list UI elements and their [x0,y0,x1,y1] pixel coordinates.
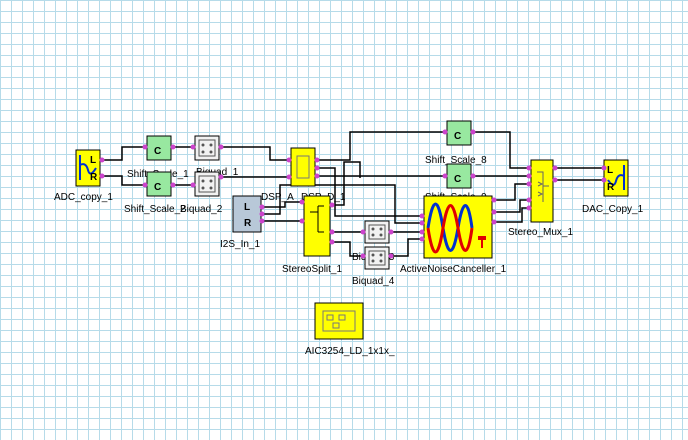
block-biquad-2[interactable]: Biquad_2 [180,171,224,215]
coef-glyph: C [154,146,161,157]
coef-glyph: C [454,131,461,142]
wire-split-biquad4 [333,241,362,257]
anc-label: ActiveNoiseCanceller_1 [400,264,507,275]
dsp-a-label: DSP_A [261,192,294,203]
left-channel-glyph: L [244,202,250,213]
biquad-4-label: Biquad_4 [352,276,395,287]
block-i2s-in[interactable]: L R I2S_In_1 [220,195,265,250]
wire-shift8-mux [473,131,528,169]
i2s-in-label: I2S_In_1 [220,239,260,250]
block-biquad-4[interactable]: Biquad_4 [352,246,395,287]
block-shift-scale-2[interactable]: C Shift_Scale_2 [124,171,186,215]
block-stereo-mux[interactable]: Stereo_Mux_1 [508,159,573,238]
stereo-split-label: StereoSplit_1 [282,264,342,275]
right-channel-glyph: R [244,218,252,229]
biquad-2-label: Biquad_2 [180,204,223,215]
shift-scale-2-label: Shift_Scale_2 [124,204,186,215]
block-adc-copy[interactable]: L R ADC_copy_1 [54,149,113,203]
block-dac-copy[interactable]: L R DAC_Copy_1 [582,159,644,215]
wire-anc-mux2 [494,199,528,213]
aic3254-label: AIC3254_LD_1x1x_ [305,346,395,357]
wire-biquad1-dsp [222,146,288,161]
wires [103,131,604,257]
coef-glyph: C [154,182,161,193]
wire-dsp-shift8 [318,131,443,161]
left-channel-glyph: L [607,165,613,176]
block-aic3254[interactable]: AIC3254_LD_1x1x_ [305,302,395,357]
block-active-noise-canceller[interactable]: ActiveNoiseCanceller_1 [400,195,507,275]
stereo-mux-label: Stereo_Mux_1 [508,227,573,238]
wire-split-mux [333,161,361,206]
coef-glyph: C [454,174,461,185]
wire-anc-mux1 [494,183,528,201]
adc-label: ADC_copy_1 [54,192,113,203]
wire-i2s-anc [263,184,420,224]
right-channel-glyph: R [607,182,615,193]
wire-adc-shift2 [103,175,143,186]
right-channel-glyph: R [90,172,98,183]
block-stereo-split[interactable]: StereoSplit_1 [282,195,342,275]
wire-biquad4-anc [391,238,420,257]
wire-dsp-anc1 [318,167,420,217]
wire-i2s-split [263,201,301,208]
wire-anc-mux3 [494,207,528,223]
shift-scale-8-label: Shift_Scale_8 [425,155,487,166]
wire-adc-shift1 [103,146,143,161]
block-shift-scale-8[interactable]: C Shift_Scale_8 [425,120,487,166]
left-channel-glyph: L [90,155,96,166]
dac-copy-label: DAC_Copy_1 [582,204,644,215]
